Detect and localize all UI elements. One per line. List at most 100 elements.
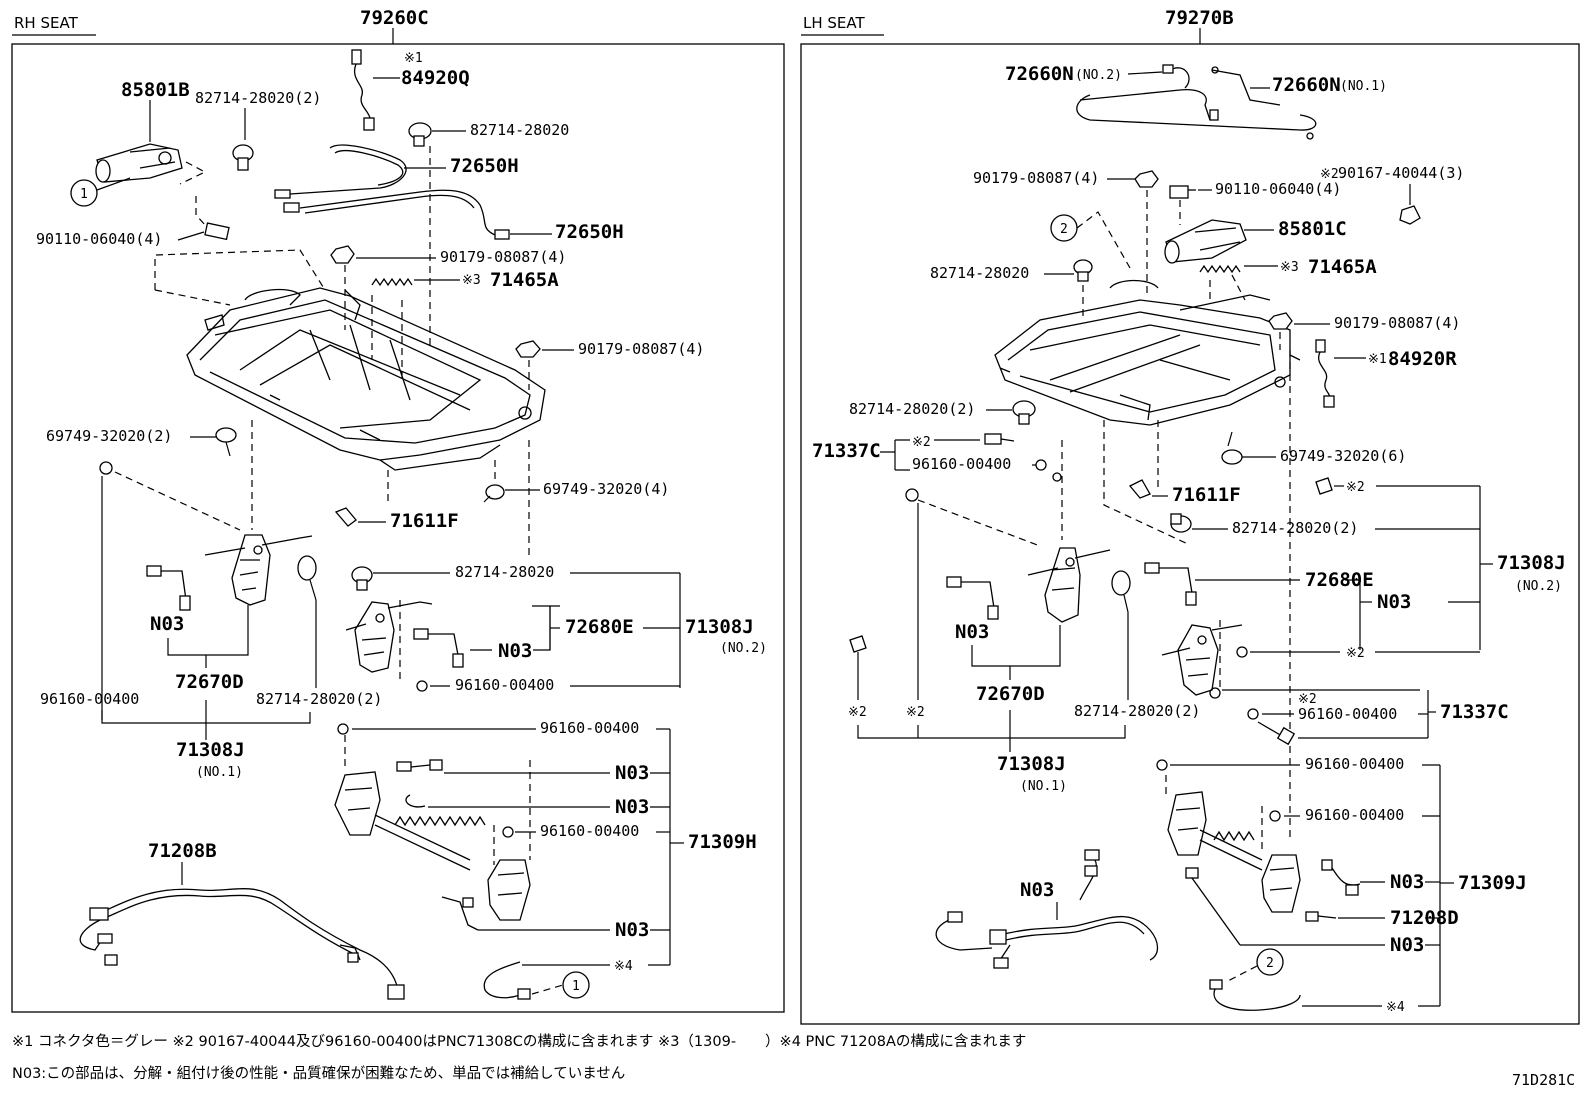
lh-bolt-71337c-b [1257,721,1296,746]
lh-n03-harness-d [1305,911,1337,922]
rh-seat-track-frame [186,287,546,471]
rh-n03-harness-d [405,794,426,808]
rh-clip-82714-d [351,566,373,591]
rh-latch-72670d [204,534,313,606]
lh-label-n03-a: N03 [955,621,989,643]
rh-label-82714-top: 82714-28020 [470,121,569,139]
rh-label-82714-2-top: 82714-28020(2) [195,89,321,107]
footnote-2: N03:この部品は、分解・組付け後の性能・品質確保が困難なため、単品では補給して… [12,1064,625,1082]
lh-motor-85801c [1164,219,1247,264]
lh-bolt-90167 [1399,205,1421,225]
rh-label-72670d: 72670D [175,671,244,693]
lh-pad-71611f [1128,479,1151,499]
rh-ering-b [416,680,428,692]
rh-ering-a [99,461,113,475]
lh-ering-b [905,488,919,502]
lh-label-n03-d: 71208D [1390,907,1459,929]
rh-label-96160-left: 96160-00400 [40,690,139,708]
rh-harness-84920q [351,49,375,131]
figure-code: 71D281C [1512,1071,1575,1089]
rh-clip-82714-c [297,555,317,601]
lh-n03-harness-b [1144,562,1197,606]
lh-spring-71465a [1199,264,1241,274]
rh-cable-72650h [274,144,510,240]
rh-label-n03-a: N03 [150,613,184,635]
lh-label-90110: 90110-06040(4) [1215,180,1341,198]
lh-n03-harness-c [1321,859,1361,896]
lh-note2-mark-g: ※2 [1298,692,1317,707]
lh-latch-72670d [1027,547,1111,623]
rh-panel-frame [11,43,785,1013]
lh-label-71465a: 71465A [1308,256,1377,278]
rh-n03-harness-c [396,759,443,772]
lh-harness-84920r [1315,339,1335,408]
lh-label-71308j-no2: 71308J [1497,552,1566,574]
lh-note1-mark: ※1 [1368,352,1387,367]
rh-note3-mark: ※3 [462,273,481,288]
lh-seat-track-frame [994,279,1301,426]
lh-ering-f [1156,759,1168,771]
rh-note1-mark: ※1 [404,51,423,66]
rh-ering-c [337,723,349,735]
rh-label-72650h-b: 72650H [555,221,624,243]
rh-nut-90179-b [515,340,541,358]
rh-label-96160-mid: 96160-00400 [455,676,554,694]
rh-assembly-number: 79260C [360,7,429,29]
lh-note2-mark-a: ※2 [1320,167,1339,182]
rh-n03-harness-e [441,896,479,931]
lh-note2-mark-b: ※2 [912,435,931,450]
rh-label-71611f: 71611F [390,510,459,532]
rh-label-n03-d: N03 [615,796,649,818]
lh-seat-group: 72660N (NO.2) 72660N (NO.1) 90179-08087(… [812,63,1566,1015]
rh-label-96160-low-a: 96160-00400 [540,719,639,737]
lh-label-90179-b: 90179-08087(4) [1334,314,1460,332]
rh-label-n03-c: N03 [615,762,649,784]
lh-assembly-number: 79270B [1165,7,1234,29]
rh-label-no2: (NO.2) [720,641,767,656]
lh-ering-g [1269,810,1281,822]
rh-label-84920q: 84920Q [401,67,470,89]
lh-panel-frame [800,43,1580,1025]
rh-bolt-90110 [204,222,230,241]
lh-label-69749-6: 69749-32020(6) [1280,447,1406,465]
rh-label-90110: 90110-06040(4) [36,230,162,248]
rh-panel-title: RH SEAT [14,14,79,32]
lh-label-n03-e: N03 [1390,934,1424,956]
lh-clip-82714-c [1170,513,1192,533]
lh-clip-82714-a [1073,259,1093,282]
lh-label-90167: 90167-40044(3) [1338,164,1464,182]
lh-label-n03-c: N03 [1390,871,1424,893]
lh-harness-note4 [1209,979,1301,1011]
rh-label-96160-low-b: 96160-00400 [540,822,639,840]
rh-callout-1-top: 1 [80,187,88,202]
rh-clip-69749-b [483,484,505,503]
lh-label-71611f: 71611F [1172,484,1241,506]
rh-callout-1-bottom: 1 [572,979,580,994]
lh-n03-harness-e [1185,867,1241,946]
lh-label-84920r: 84920R [1388,348,1457,370]
rh-harness-71208b [79,887,405,1000]
lh-label-82714-2-a: 82714-28020(2) [849,400,975,418]
rh-label-90179-a: 90179-08087(4) [440,248,566,266]
lh-label-no2-top: (NO.2) [1075,68,1122,83]
lh-note2-mark-c: ※2 [1346,480,1365,495]
rh-label-71308j-no2: 71308J [685,616,754,638]
lh-n03-harness-a [946,576,999,620]
lh-bolt-90167-c [849,635,867,700]
lh-label-71208d: N03 [1020,879,1054,901]
footnote-1: ※1 コネクタ色＝グレー ※2 90167-40044及び96160-00400… [12,1033,1026,1050]
rh-label-82714-2-bottom: 82714-28020(2) [256,690,382,708]
lh-label-71309j: 71309J [1458,872,1527,894]
rh-seat-group: ※1 84920Q 85801B 1 82714-28020(2) 90110-… [36,49,767,1000]
lh-ering-c [1236,646,1248,658]
lh-bolt-71337c-a [984,433,1015,445]
lh-note4-mark: ※4 [1386,1000,1405,1015]
lh-note2-mark-e: ※2 [906,705,925,720]
lh-label-72660n-no2: 72660N [1005,63,1074,85]
lh-ering-d [1209,687,1221,699]
lh-label-96160-c: 96160-00400 [1305,755,1404,773]
lh-note2-mark-d: ※2 [848,705,867,720]
lh-clip-82714-b [1012,400,1036,425]
lh-cable-72660n [1076,64,1317,140]
